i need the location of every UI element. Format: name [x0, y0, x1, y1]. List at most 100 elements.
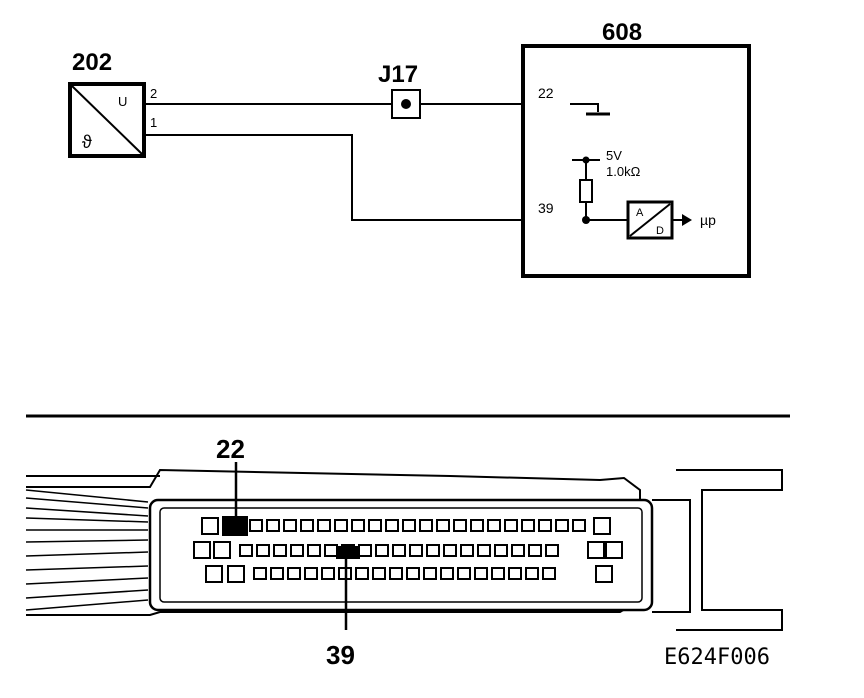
connector-latch: [652, 499, 691, 613]
connector-pin-large: [213, 541, 231, 559]
connector-pin: [270, 567, 284, 580]
connector-pin: [487, 519, 501, 532]
connector-pin: [300, 519, 314, 532]
connector-pin: [321, 567, 335, 580]
connector-pin: [406, 567, 420, 580]
connector-pin: [426, 544, 440, 557]
connector-pin: [324, 544, 338, 557]
connector-pin-large: [205, 565, 223, 583]
junction-dot: [401, 99, 411, 109]
connector-pin: [423, 567, 437, 580]
sensor-theta-symbol: ϑ: [82, 132, 92, 152]
connector-pin: [460, 544, 474, 557]
connector-pin: [385, 519, 399, 532]
connector-pin: [375, 544, 389, 557]
wire-sensor-to-ecu-39: [146, 134, 586, 221]
connector-pin: [419, 519, 433, 532]
microprocessor-label: µp: [700, 212, 716, 228]
connector-pin: [372, 567, 386, 580]
connector-pin: [474, 567, 488, 580]
sensor-u-symbol: U: [118, 94, 127, 109]
connector-pin-large: [593, 517, 611, 535]
connector-pin: [304, 567, 318, 580]
connector-pin: [256, 544, 270, 557]
connector-pin-rows: [239, 519, 586, 580]
connector-pin: [266, 519, 280, 532]
adc-d-label: D: [656, 225, 664, 237]
connector-pin: [440, 567, 454, 580]
ecu-id-label: 608: [602, 19, 642, 46]
connector-pin: [239, 544, 253, 557]
connector-pin: [307, 544, 321, 557]
connector-pin-large: [605, 541, 623, 559]
ecu-pin-39-label: 39: [538, 200, 554, 216]
pin-22-highlight: [222, 516, 248, 536]
connector-pin: [477, 544, 491, 557]
connector-pin: [545, 544, 559, 557]
connector-pin-large: [587, 541, 605, 559]
connector-pin: [555, 519, 569, 532]
supply-voltage-label: 5V: [606, 148, 622, 163]
connector-pin: [521, 519, 535, 532]
connector-pin: [389, 567, 403, 580]
connector-pin-large: [201, 517, 219, 535]
connector-pin: [358, 544, 372, 557]
sensor-id-label: 202: [72, 49, 112, 76]
sensor-202: 202 U ϑ 2 1: [68, 49, 157, 158]
connector-pin: [538, 519, 552, 532]
connector-pin: [443, 544, 457, 557]
connector-pin: [508, 567, 522, 580]
connector-pin: [453, 519, 467, 532]
resistor-value-label: 1.0kΩ: [606, 164, 641, 179]
ecu-pin-22-label: 22: [538, 85, 554, 101]
adc-diagonal: [629, 203, 671, 237]
connector-pin-large: [595, 565, 613, 583]
connector-face: [159, 507, 643, 603]
connector-pin-large: [193, 541, 211, 559]
connector-pin: [470, 519, 484, 532]
connector-pin: [528, 544, 542, 557]
connector-pin: [494, 544, 508, 557]
connector-pin: [368, 519, 382, 532]
connector-pin: [409, 544, 423, 557]
connector-view: 22 39: [25, 434, 783, 670]
connector-pin: [402, 519, 416, 532]
connector-pin-large: [227, 565, 245, 583]
connector-frame-right: [676, 469, 783, 631]
sensor-diagonal: [71, 85, 143, 155]
connector-pin: [525, 567, 539, 580]
connector-pin: [253, 567, 267, 580]
connector-pin: [283, 519, 297, 532]
connector-pin: [273, 544, 287, 557]
connector-pin: [504, 519, 518, 532]
junction-id-label: J17: [378, 61, 418, 88]
connector-pin: [249, 519, 263, 532]
connector-pin: [542, 567, 556, 580]
connector-pin: [572, 519, 586, 532]
connector-pin: [334, 519, 348, 532]
connector-pin: [436, 519, 450, 532]
pin-22-callout-label: 22: [216, 434, 245, 464]
wire-bundle: [25, 489, 149, 611]
connector-shell-top: [26, 468, 641, 500]
junction-j17: J17: [378, 61, 421, 119]
figure-code-label: E624F006: [664, 645, 770, 670]
ecu-box: [521, 44, 751, 278]
pin-39-callout-label: 39: [326, 640, 355, 670]
pullup-resistor: [579, 179, 593, 203]
connector-pin: [355, 567, 369, 580]
arrow-right-icon: [682, 214, 692, 226]
connector-pin: [511, 544, 525, 557]
connector-pin: [392, 544, 406, 557]
connector-pin: [287, 567, 301, 580]
connector-pin: [457, 567, 471, 580]
pin-39-highlight: [336, 546, 360, 559]
connector-pin: [351, 519, 365, 532]
adc-a-label: A: [636, 207, 644, 219]
connector-pin: [290, 544, 304, 557]
ground-lead: [570, 103, 599, 112]
sensor-pin-2-label: 2: [150, 86, 157, 101]
sensor-pin-1-label: 1: [150, 115, 157, 130]
ecu-608: 608 22 39 5V 1.0kΩ A D µp: [521, 19, 751, 278]
